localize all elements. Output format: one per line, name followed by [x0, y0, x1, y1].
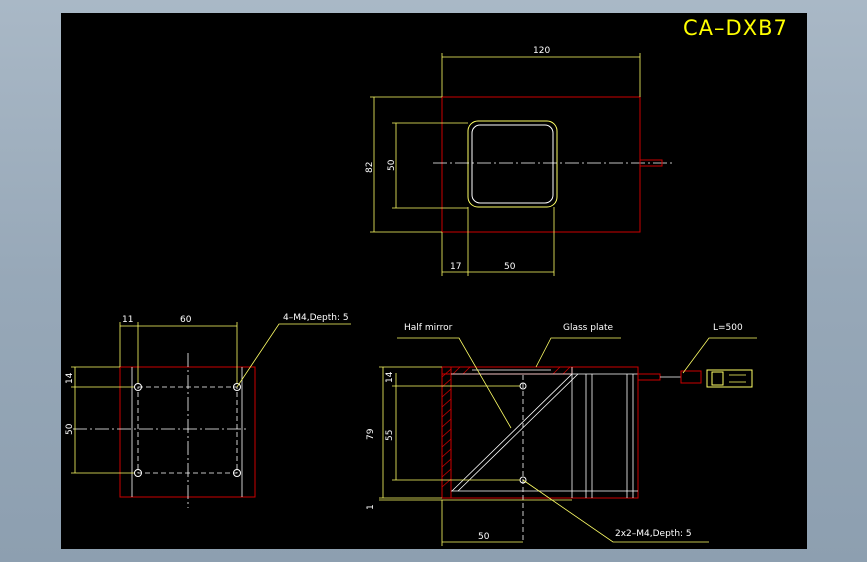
dim-height-82: 82 — [365, 161, 375, 173]
dim-window-width-50: 50 — [504, 262, 516, 272]
side-view — [379, 337, 757, 546]
front-view — [71, 322, 351, 508]
label-half-mirror: Half mirror — [404, 323, 453, 333]
dim-hole-spacing-60: 60 — [180, 315, 192, 325]
side-view-outline — [441, 366, 639, 499]
dim-margin-11: 11 — [122, 315, 134, 325]
dim-offset-top-14: 14 — [65, 372, 75, 384]
drawing-title: CA–DXB7 — [683, 16, 788, 40]
note-4-m4-depth: 4–M4,Depth: 5 — [283, 313, 349, 323]
dim-hole-spacing-50: 50 — [65, 423, 75, 435]
dim-offset-17: 17 — [450, 262, 462, 272]
top-view — [370, 53, 673, 276]
top-view-window — [467, 120, 558, 208]
dim-offset-top-14-side: 14 — [385, 371, 395, 383]
front-view-outline — [119, 366, 256, 498]
drawing-lines — [71, 53, 757, 546]
dim-inner-height-55: 55 — [385, 429, 395, 441]
dim-offset-bottom-1: 1 — [366, 504, 376, 510]
cad-drawing-canvas[interactable]: CA–DXB7 120 82 50 17 50 11 60 14 50 4–M4… — [61, 13, 807, 549]
dim-bottom-width-50: 50 — [478, 532, 490, 542]
label-cable-length: L=500 — [713, 323, 743, 333]
dim-total-height-79: 79 — [366, 428, 376, 440]
note-2x2-m4-depth: 2x2–M4,Depth: 5 — [615, 529, 692, 539]
label-glass-plate: Glass plate — [563, 323, 614, 333]
dim-width-120: 120 — [533, 46, 551, 56]
dim-window-height-50: 50 — [387, 159, 397, 171]
